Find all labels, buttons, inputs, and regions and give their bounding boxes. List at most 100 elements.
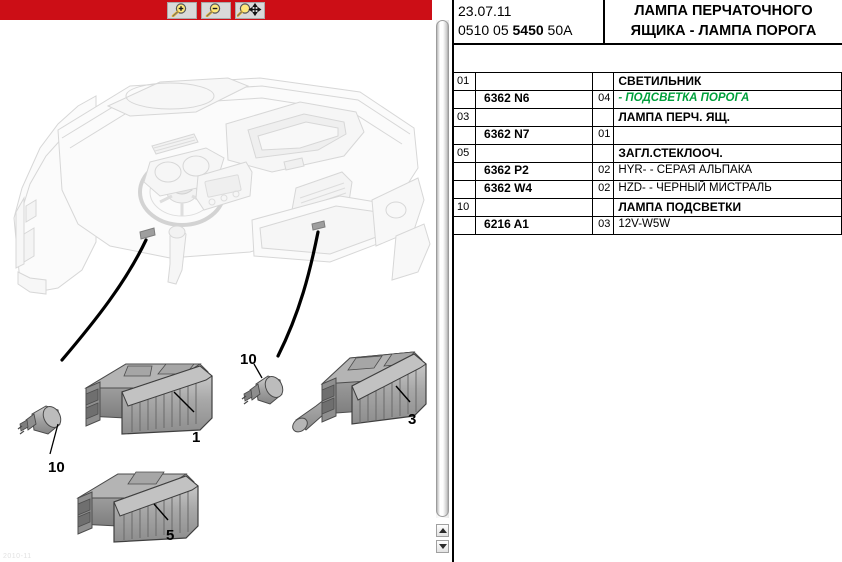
- row-desc-title: ЗАГЛ.СТЕКЛООЧ.: [618, 146, 723, 160]
- row-desc-cell: [613, 126, 842, 145]
- parts-info-pane: 23.07.11 0510 05 5450 50A ЛАМПА ПЕРЧАТОЧ…: [451, 0, 842, 562]
- part-bulb-10-right: 10: [240, 351, 284, 405]
- row-reference: 6362 N7: [484, 127, 530, 141]
- row-index-cell-empty: [451, 90, 477, 109]
- row-qty-cell: 02: [592, 180, 615, 199]
- scroll-down-button[interactable]: [436, 540, 449, 553]
- row-qty-cell: 03: [592, 216, 615, 235]
- pane-divider: [452, 0, 454, 562]
- catalog-title: ЛАМПА ПЕРЧАТОЧНОГО ЯЩИКА - ЛАМПА ПОРОГА: [605, 0, 842, 43]
- catalog-date: 23.07.11: [458, 3, 512, 19]
- row-qty-cell: [592, 198, 615, 217]
- row-qty-top: [593, 109, 613, 110]
- part-lamp-unit-5: 5: [76, 471, 199, 544]
- row-index-cell: 10: [451, 198, 477, 217]
- parts-table: 01 СВЕТИЛЬНИК 6362 N6 04: [451, 72, 842, 235]
- row-index-cell: 03: [451, 108, 477, 127]
- table-row[interactable]: 01 СВЕТИЛЬНИК: [451, 72, 842, 91]
- scrollbar-thumb[interactable]: [436, 20, 449, 517]
- catalog-title-line1: ЛАМПА ПЕРЧАТОЧНОГО: [634, 3, 813, 19]
- scroll-up-button[interactable]: [436, 524, 449, 537]
- row-qty: 02: [598, 182, 611, 194]
- table-row[interactable]: 05 ЗАГЛ.СТЕКЛООЧ.: [451, 144, 842, 163]
- row-ref-cell: 6362 P2: [475, 162, 594, 181]
- row-ref-cell: 6216 A1: [475, 216, 594, 235]
- part-lamp-unit-1: 1: [84, 363, 213, 446]
- callout-line-10-left: [49, 423, 59, 455]
- row-qty-cell: [592, 144, 615, 163]
- row-index-cell-empty: [451, 126, 477, 145]
- row-qty-cell: 04: [592, 90, 615, 109]
- row-ref-cell: 6362 N7: [475, 126, 594, 145]
- row-desc-cell: - ПОДСВЕТКА ПОРОГА: [613, 90, 842, 109]
- row-desc-cell: HYR- - СЕРАЯ АЛЬПАКА: [613, 162, 842, 181]
- exploded-parts-diagram: 1 10: [13, 77, 431, 544]
- row-reference: 6362 P2: [484, 163, 529, 177]
- row-desc-cell: 12V-W5W: [613, 216, 842, 235]
- zoom-in-icon[interactable]: [167, 1, 197, 19]
- row-ref-cell: [475, 72, 594, 91]
- row-desc-title: СВЕТИЛЬНИК: [618, 74, 702, 88]
- row-index-cell-empty: [451, 216, 477, 235]
- row-ref-cell: 6362 N6: [475, 90, 594, 109]
- row-reference: 6362 W4: [484, 181, 533, 195]
- row-index-cell-empty: [451, 180, 477, 199]
- row-ref-cell: [475, 198, 594, 217]
- chevron-down-icon: [438, 544, 447, 549]
- callout-line-3: [395, 385, 411, 403]
- row-reference: 6216 A1: [484, 217, 529, 231]
- row-desc-cell: ЛАМПА ПОДСВЕТКИ: [613, 198, 842, 217]
- table-row-variant[interactable]: 6362 W4 02 HZD- - ЧЕРНЫЙ МИСТРАЛЬ: [451, 180, 842, 199]
- row-qty: 03: [598, 218, 611, 230]
- row-desc-variant: HYR- - СЕРАЯ АЛЬПАКА: [618, 164, 753, 176]
- row-index-cell: 01: [451, 72, 477, 91]
- part-bulb-10-left: 10: [17, 405, 65, 476]
- row-qty-top: [593, 73, 613, 74]
- row-index: 05: [457, 147, 470, 159]
- row-desc-sub: - ПОДСВЕТКА ПОРОГА: [618, 92, 750, 104]
- zoom-out-icon[interactable]: [201, 1, 231, 19]
- row-qty-cell: 01: [592, 126, 615, 145]
- row-desc-sub: 12V-W5W: [618, 218, 671, 230]
- table-row-variant[interactable]: 6362 P2 02 HYR- - СЕРАЯ АЛЬПАКА: [451, 162, 842, 181]
- ref-prefix: 0510 05: [458, 22, 513, 38]
- callout-5-label: 5: [166, 527, 174, 544]
- row-desc-cell: ЛАМПА ПЕРЧ. ЯЩ.: [613, 108, 842, 127]
- dashboard-illustration: [13, 77, 431, 295]
- row-index: 03: [457, 111, 470, 123]
- row-qty: 04: [598, 92, 611, 104]
- table-row[interactable]: 6362 N7 01: [451, 126, 842, 145]
- callout-10-right-label: 10: [240, 351, 257, 368]
- row-ref-cell: 6362 W4: [475, 180, 594, 199]
- ref-suffix: 50A: [543, 22, 573, 38]
- row-index: 10: [457, 201, 470, 213]
- row-qty-cell: 02: [592, 162, 615, 181]
- row-reference: 6362 N6: [484, 91, 530, 105]
- row-qty-top: [593, 145, 613, 146]
- callout-line-10-right: [253, 363, 263, 379]
- table-row[interactable]: 6216 A1 03 12V-W5W: [451, 216, 842, 235]
- table-row[interactable]: 03 ЛАМПА ПЕРЧ. ЯЩ.: [451, 108, 842, 127]
- row-qty-cell: [592, 108, 615, 127]
- diagram-watermark: 2010-11: [3, 553, 32, 560]
- row-ref-cell: [475, 144, 594, 163]
- row-desc-cell: СВЕТИЛЬНИК: [613, 72, 842, 91]
- catalog-reference: 0510 05 5450 50A: [458, 21, 603, 40]
- table-row[interactable]: 6362 N6 04 - ПОДСВЕТКА ПОРОГА: [451, 90, 842, 109]
- header-spacer: [452, 45, 842, 72]
- catalog-title-line2: ЯЩИКА - ЛАМПА ПОРОГА: [630, 23, 817, 39]
- row-desc-title: ЛАМПА ПЕРЧ. ЯЩ.: [618, 110, 731, 124]
- chevron-up-icon: [438, 528, 447, 533]
- diagram-canvas[interactable]: 1 10: [0, 20, 432, 562]
- callout-3-label: 3: [408, 411, 416, 428]
- catalog-header-left: 23.07.11 0510 05 5450 50A: [452, 0, 605, 43]
- row-desc-title: ЛАМПА ПОДСВЕТКИ: [618, 200, 742, 214]
- row-desc-variant: HZD- - ЧЕРНЫЙ МИСТРАЛЬ: [618, 182, 772, 194]
- row-ref-cell: [475, 108, 594, 127]
- diagram-toolbar: [0, 0, 432, 20]
- callout-10-left-label: 10: [48, 459, 65, 476]
- diagram-scrollbar[interactable]: [432, 20, 452, 562]
- zoom-pan-icon[interactable]: [235, 1, 265, 19]
- table-row[interactable]: 10 ЛАМПА ПОДСВЕТКИ: [451, 198, 842, 217]
